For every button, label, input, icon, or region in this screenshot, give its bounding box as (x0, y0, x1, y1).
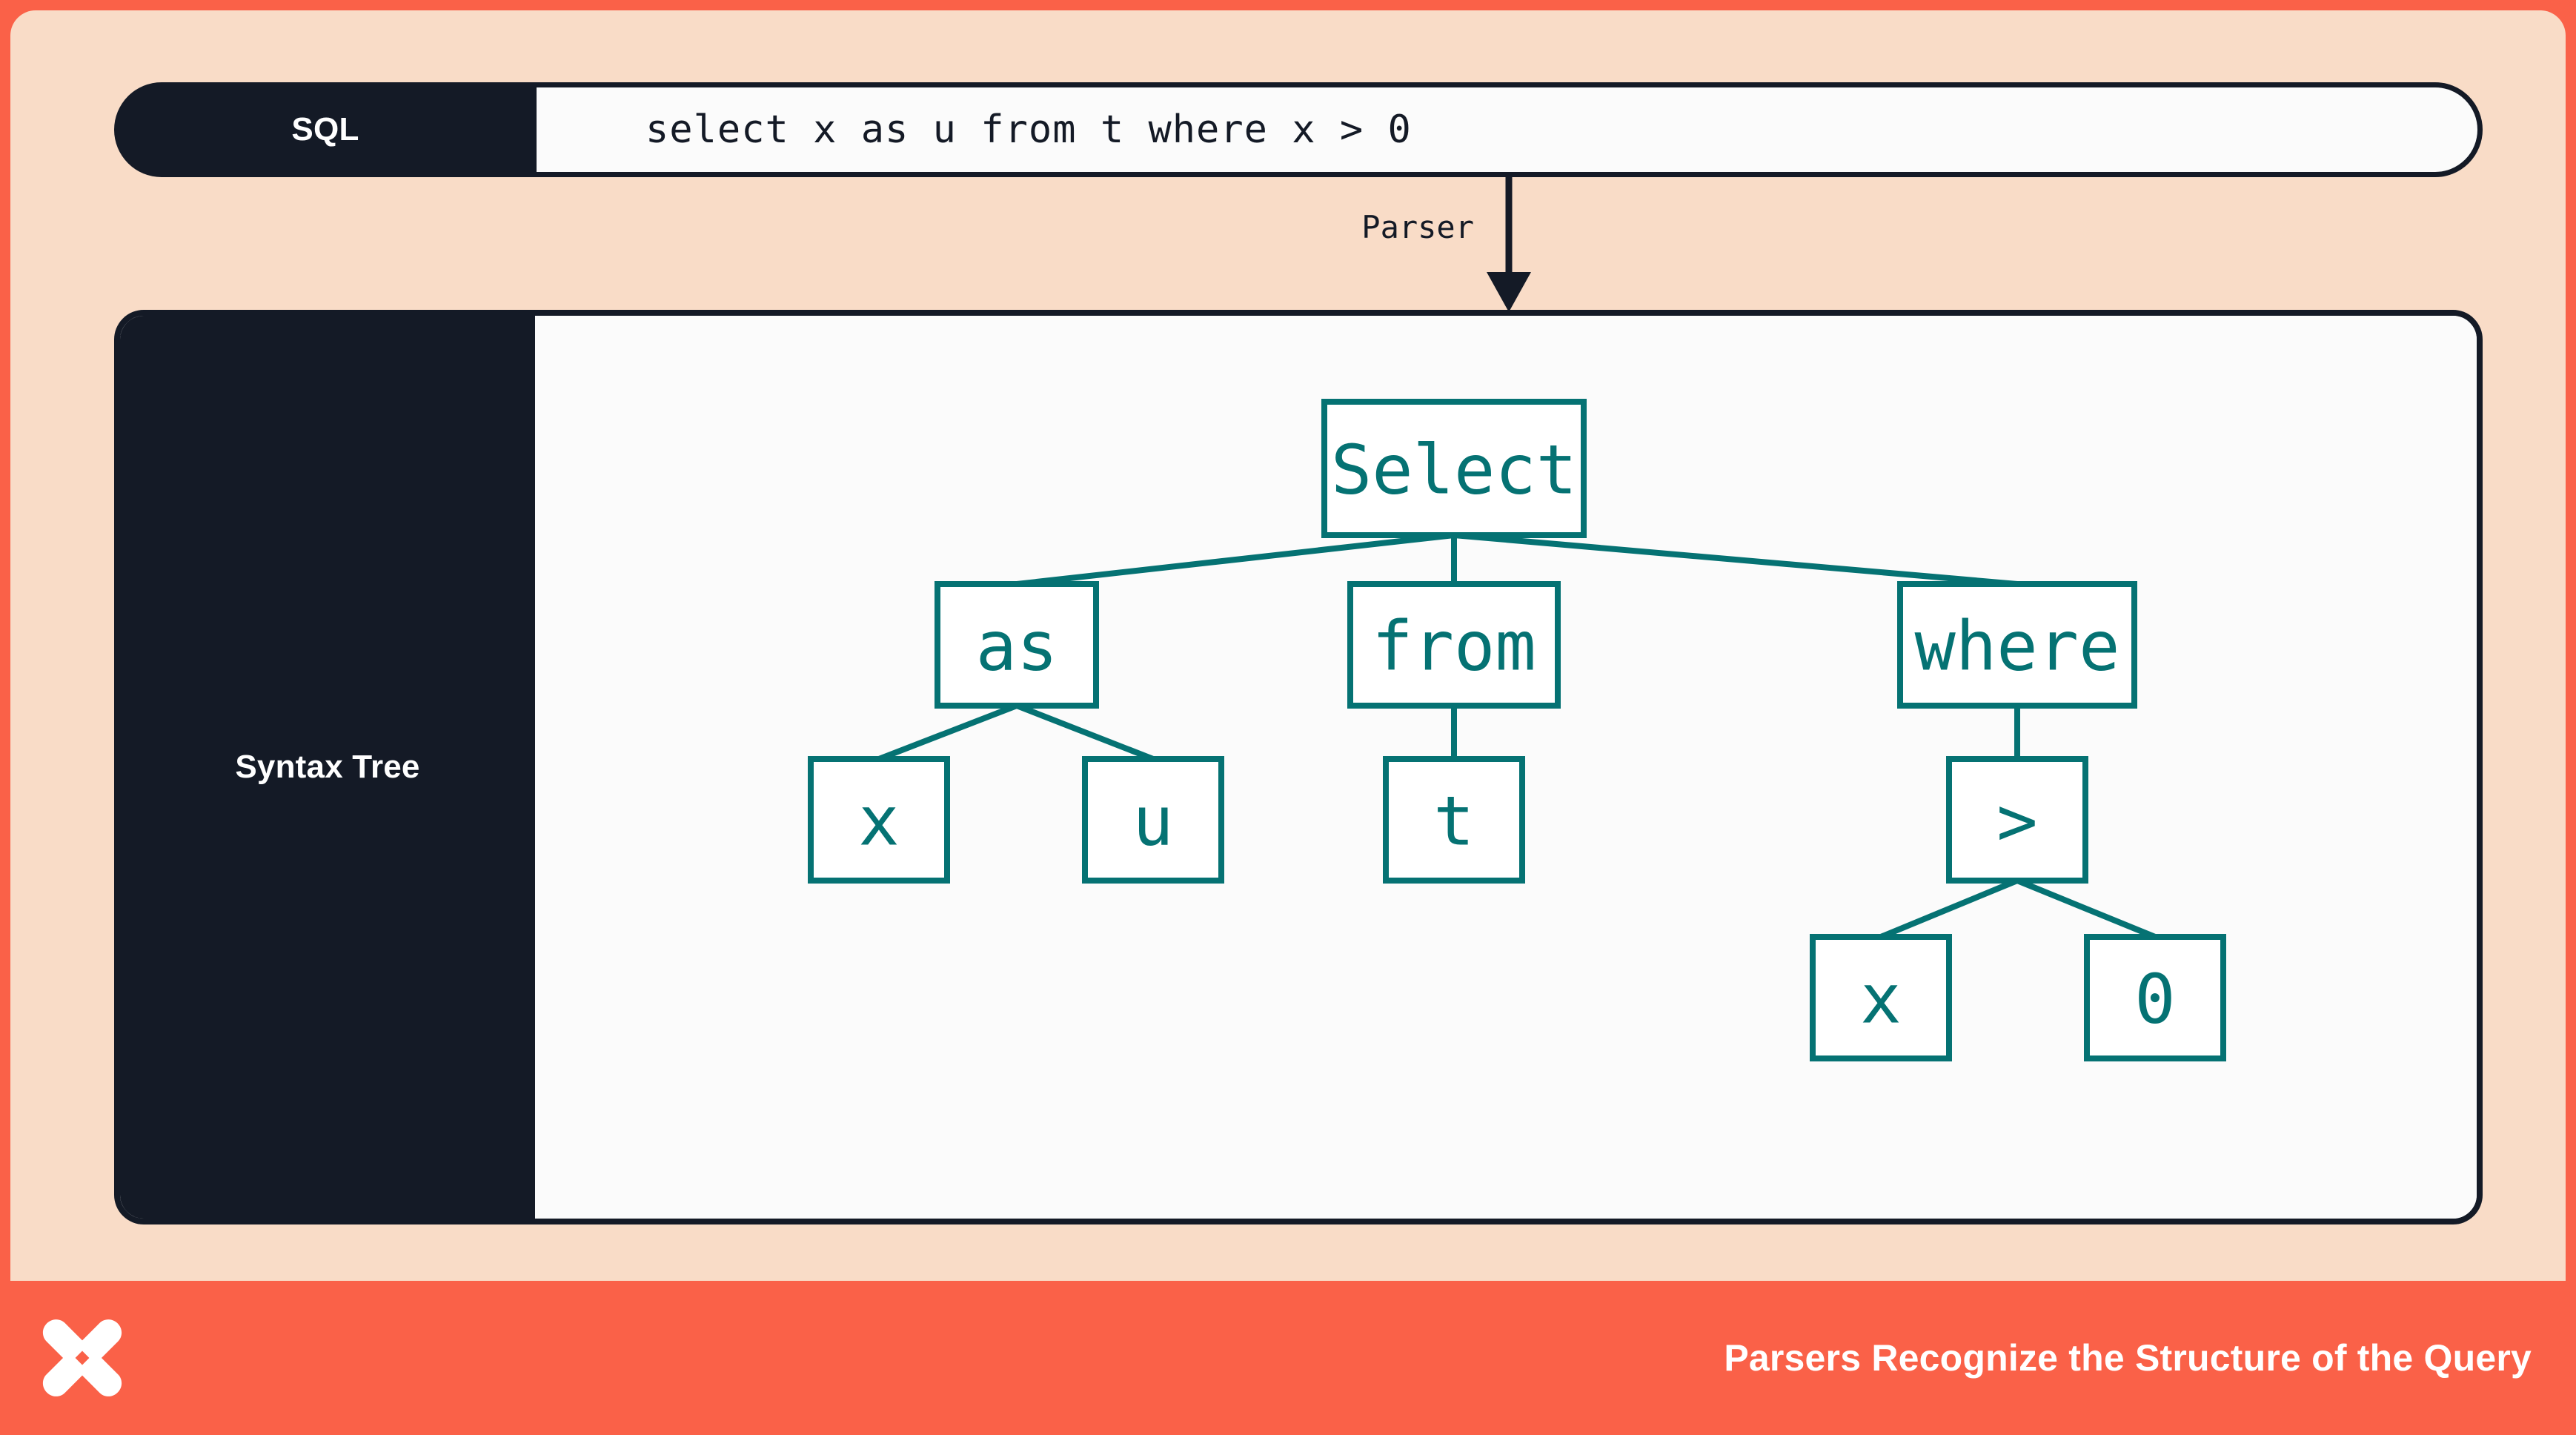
tree-edge (1016, 532, 1455, 587)
tree-node-box (1897, 581, 2137, 709)
tree-node-box (1946, 756, 2088, 884)
tree-node-box (1347, 581, 1561, 709)
tree-node-box (1082, 756, 1224, 884)
tree-node-label: 0 (2134, 960, 2175, 1039)
tree-edge (1453, 532, 2018, 587)
tree-node-label: from (1372, 607, 1536, 686)
tree-node-label: as (976, 607, 1058, 686)
tree-node-box (1810, 934, 1952, 1061)
sql-query-text: select x as u from t where x > 0 (645, 107, 1412, 152)
tree-node[interactable]: where (1897, 581, 2137, 709)
tree-node-label: Select (1331, 431, 1577, 510)
tree-node[interactable]: as (935, 581, 1099, 709)
tree-node-label: t (1433, 782, 1474, 861)
syntax-tree-sidebar: Syntax Tree (120, 316, 535, 1219)
tree-edge (877, 703, 1018, 762)
tree-node[interactable]: t (1383, 756, 1525, 884)
syntax-tree-panel: Syntax Tree Select as from where x u t > x 0 (114, 310, 2483, 1224)
tree-node-box (935, 581, 1099, 709)
tree-node[interactable]: x (808, 756, 950, 884)
tree-node-label: x (858, 782, 899, 861)
tree-node-label: u (1132, 782, 1173, 861)
footer-tagline: Parsers Recognize the Structure of the Q… (1724, 1337, 2532, 1379)
tree-edge (2016, 878, 2157, 940)
tree-node[interactable]: x (1810, 934, 1952, 1061)
sql-query-field[interactable]: select x as u from t where x > 0 (529, 82, 2483, 177)
tree-node-box (808, 756, 950, 884)
parser-label: Parser (1361, 209, 1474, 245)
tree-edge (1015, 703, 1155, 762)
sql-label: SQL (291, 111, 359, 148)
tree-node[interactable]: u (1082, 756, 1224, 884)
parser-transform: Parser (1263, 177, 1574, 318)
tree-node-label: x (1860, 960, 1901, 1039)
content-stage: SQL select x as u from t where x > 0 Par… (10, 10, 2566, 1281)
tree-node[interactable]: > (1946, 756, 2088, 884)
sql-label-pill: SQL (114, 82, 537, 177)
tree-node[interactable]: 0 (2084, 934, 2226, 1061)
x-mark-logo-icon (42, 1319, 122, 1396)
syntax-tree-graph: Select as from where x u t > x 0 (808, 399, 2226, 1061)
tree-node-box (2084, 934, 2226, 1061)
arrow-down-icon (1487, 177, 1531, 312)
tree-node-box (1321, 399, 1587, 538)
tree-edge (1879, 878, 2019, 940)
tree-node-label: > (1996, 782, 2037, 861)
tree-node[interactable]: from (1347, 581, 1561, 709)
tree-node-box (1383, 756, 1525, 884)
syntax-tree-label: Syntax Tree (235, 749, 420, 785)
footer-bar: Parsers Recognize the Structure of the Q… (0, 1281, 2576, 1435)
syntax-tree-canvas: Select as from where x u t > x 0 (535, 316, 2477, 1219)
tree-node[interactable]: Select (1321, 399, 1587, 538)
tree-node-label: where (1915, 607, 2120, 686)
sql-input-row: SQL select x as u from t where x > 0 (114, 82, 2483, 177)
